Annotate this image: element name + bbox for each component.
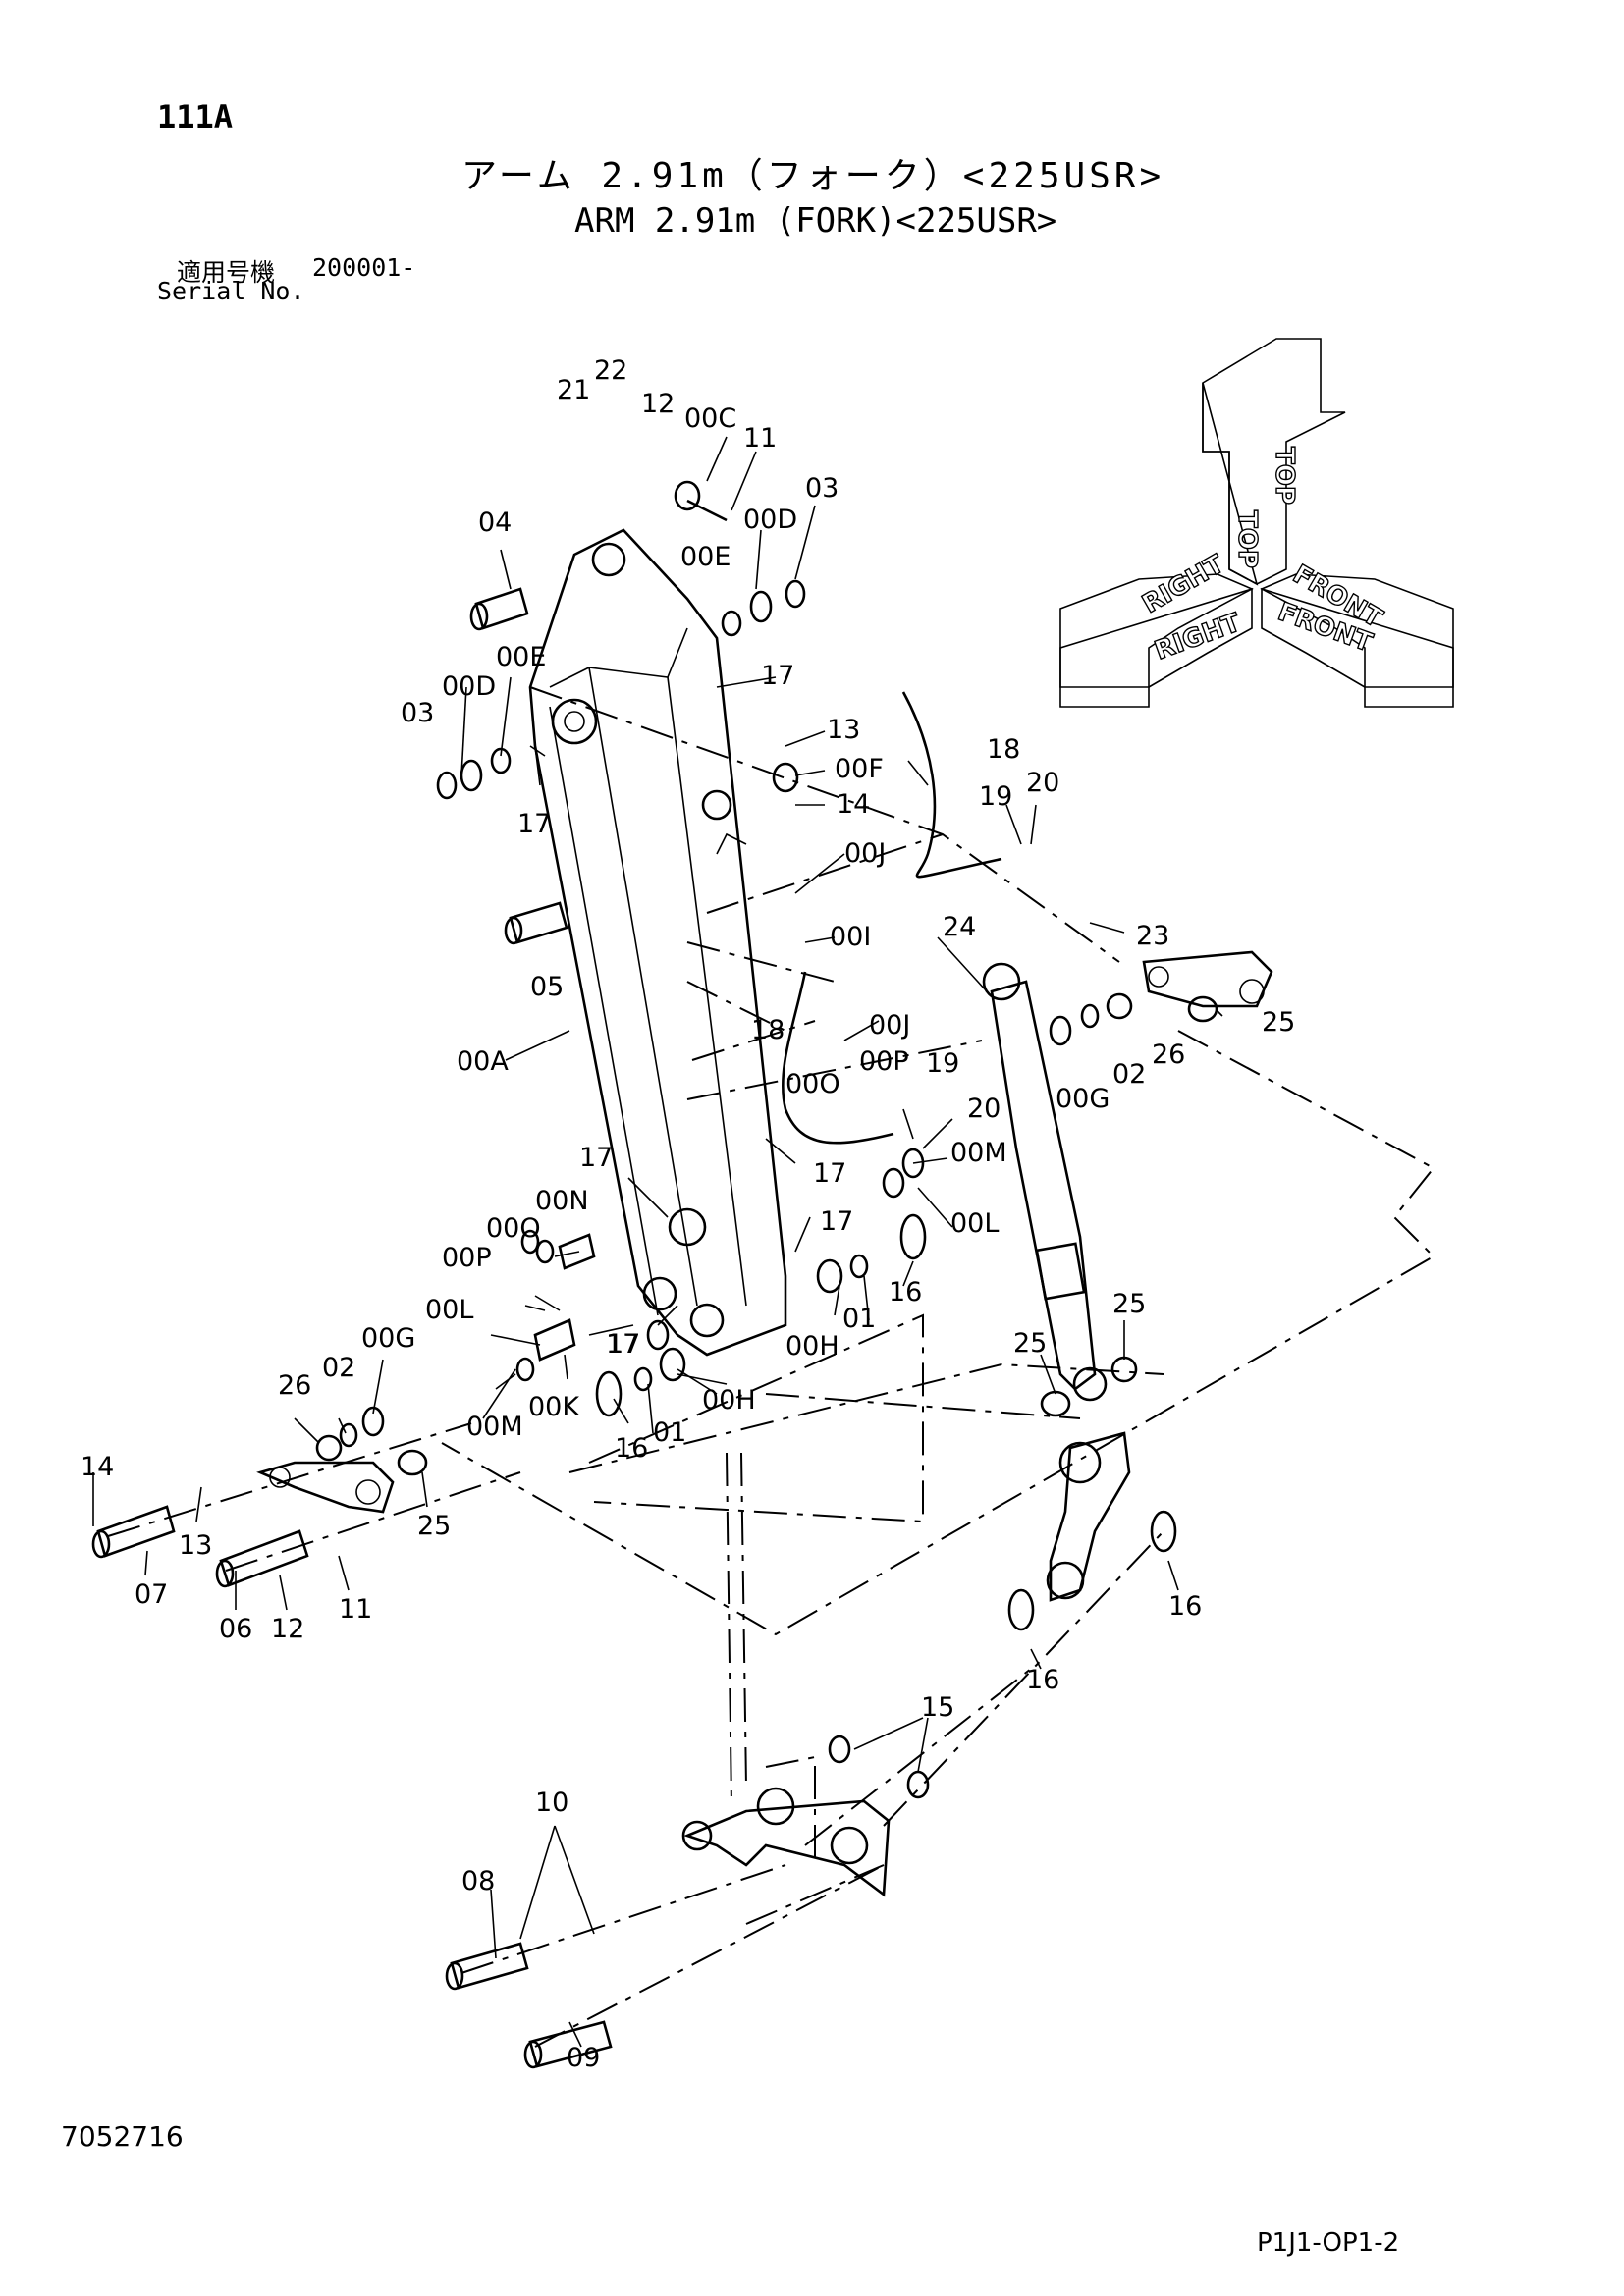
callout-label: 00H xyxy=(785,1331,839,1362)
page-reference: P1J1-OP1-2 xyxy=(1257,2228,1400,2258)
callout-label: 03 xyxy=(805,473,839,504)
callout-label: 25 xyxy=(417,1511,451,1541)
callout-label: 00E xyxy=(496,642,546,672)
callout-label: 00J xyxy=(844,838,886,869)
callout-label: 26 xyxy=(278,1370,311,1401)
callout-label: 00N xyxy=(535,1186,589,1216)
callout-label: 19 xyxy=(926,1048,959,1079)
document-number: 7052716 xyxy=(61,2120,184,2153)
callout-label: 00P xyxy=(442,1243,492,1273)
callout-label: 16 xyxy=(1026,1665,1059,1695)
callout-label: 00P xyxy=(859,1046,909,1077)
callout-label: 17 xyxy=(607,1329,640,1360)
callout-label: 01 xyxy=(842,1304,876,1334)
arm-body-00A xyxy=(528,528,787,1357)
callout-label: 00G xyxy=(361,1323,415,1354)
callout-label: 00L xyxy=(425,1295,473,1325)
callout-label: 04 xyxy=(478,507,512,538)
callout-label: 10 xyxy=(535,1788,568,1818)
callout-label: 00O xyxy=(486,1213,541,1244)
callout-label: 18 xyxy=(751,1015,785,1045)
callout-label: 17 xyxy=(517,809,551,839)
pins xyxy=(91,499,728,2069)
callout-label: 07 xyxy=(135,1579,168,1610)
callout-label: 14 xyxy=(837,789,870,820)
callout-label: 25 xyxy=(1112,1289,1146,1319)
serial-value: 200001- xyxy=(312,253,416,282)
callout-label: 16 xyxy=(889,1277,922,1308)
bucket-cylinder xyxy=(982,962,1108,1402)
callout-label: 16 xyxy=(1168,1591,1202,1622)
callout-label: 13 xyxy=(827,715,860,745)
callout-label: 26 xyxy=(1152,1040,1185,1070)
callout-label: 18 xyxy=(987,734,1020,765)
callout-label: 02 xyxy=(1112,1059,1146,1090)
top-label-1: TOP xyxy=(1232,510,1262,568)
title-english: ARM 2.91m (FORK)<225USR> xyxy=(574,201,1057,240)
top-label-2: TOP xyxy=(1270,447,1299,505)
assembly-lines xyxy=(107,686,1435,2048)
callout-label: 12 xyxy=(641,389,675,419)
callout-label: 00E xyxy=(680,542,731,572)
callout-label: 16 xyxy=(615,1433,648,1464)
callout-label: 11 xyxy=(339,1594,372,1625)
callout-labels: 21 22 12 00C 11 00D 03 04 00E 17 00E 00D… xyxy=(81,355,1295,2073)
callout-label: 17 xyxy=(813,1158,846,1189)
callout-label: 13 xyxy=(179,1530,212,1561)
title-japanese: アーム 2.91m（フォーク）<225USR> xyxy=(461,156,1165,196)
serial-label-japanese: 適用号機 xyxy=(177,258,276,287)
callout-label: 21 xyxy=(557,375,590,405)
callout-label: 15 xyxy=(921,1692,954,1723)
callout-label: 00H xyxy=(702,1385,756,1415)
boss-upper xyxy=(551,698,598,745)
callout-label: 22 xyxy=(594,355,627,386)
serial-label-english: Serial No. xyxy=(157,277,305,305)
callout-label: 03 xyxy=(401,698,434,728)
callout-label: 25 xyxy=(1262,1007,1295,1038)
callout-label: 06 xyxy=(219,1614,252,1644)
callout-label: 09 xyxy=(567,2043,600,2073)
callout-label: 05 xyxy=(530,972,564,1002)
callout-label: 00D xyxy=(743,505,797,535)
page-code: 111A xyxy=(157,98,234,135)
callout-label: 00M xyxy=(466,1412,523,1442)
callout-label: 00K xyxy=(528,1392,580,1422)
callout-label: 00D xyxy=(442,671,496,702)
callout-label: 20 xyxy=(1026,768,1059,798)
callout-label: 00O xyxy=(785,1069,840,1099)
callout-label: 08 xyxy=(461,1866,495,1896)
callout-label: 17 xyxy=(761,661,794,691)
orientation-indicator: TOP TOP RIGHT RIGHT FRONT FRONT xyxy=(1059,338,1454,708)
callout-label: 00L xyxy=(950,1208,999,1239)
callout-label: 00C xyxy=(684,403,736,434)
callout-label: 19 xyxy=(979,781,1012,812)
callout-label: 25 xyxy=(1013,1328,1047,1359)
callout-label: 20 xyxy=(967,1094,1001,1124)
callout-label: 00F xyxy=(835,754,884,784)
callout-label: 00I xyxy=(830,922,871,952)
leader-lines xyxy=(92,436,1223,2048)
callout-label: 00A xyxy=(457,1046,509,1077)
link-assembly xyxy=(256,950,1273,1897)
callout-label: 12 xyxy=(271,1614,304,1644)
callout-label: 17 xyxy=(579,1143,613,1173)
callout-label: 01 xyxy=(653,1417,686,1448)
callout-label: 00G xyxy=(1056,1084,1110,1114)
callout-label: 17 xyxy=(606,1329,639,1360)
callout-label: 00M xyxy=(950,1138,1007,1168)
callout-label: 11 xyxy=(743,423,777,454)
callout-label: 14 xyxy=(81,1452,114,1482)
callout-label: 24 xyxy=(943,912,976,942)
callout-label: 17 xyxy=(820,1206,853,1237)
callout-label: 23 xyxy=(1136,921,1169,951)
right-label-2: RIGHT xyxy=(1151,608,1245,666)
callout-label: 02 xyxy=(322,1353,355,1383)
hose-assembly xyxy=(782,691,1002,1145)
callout-label: 00J xyxy=(869,1010,910,1041)
